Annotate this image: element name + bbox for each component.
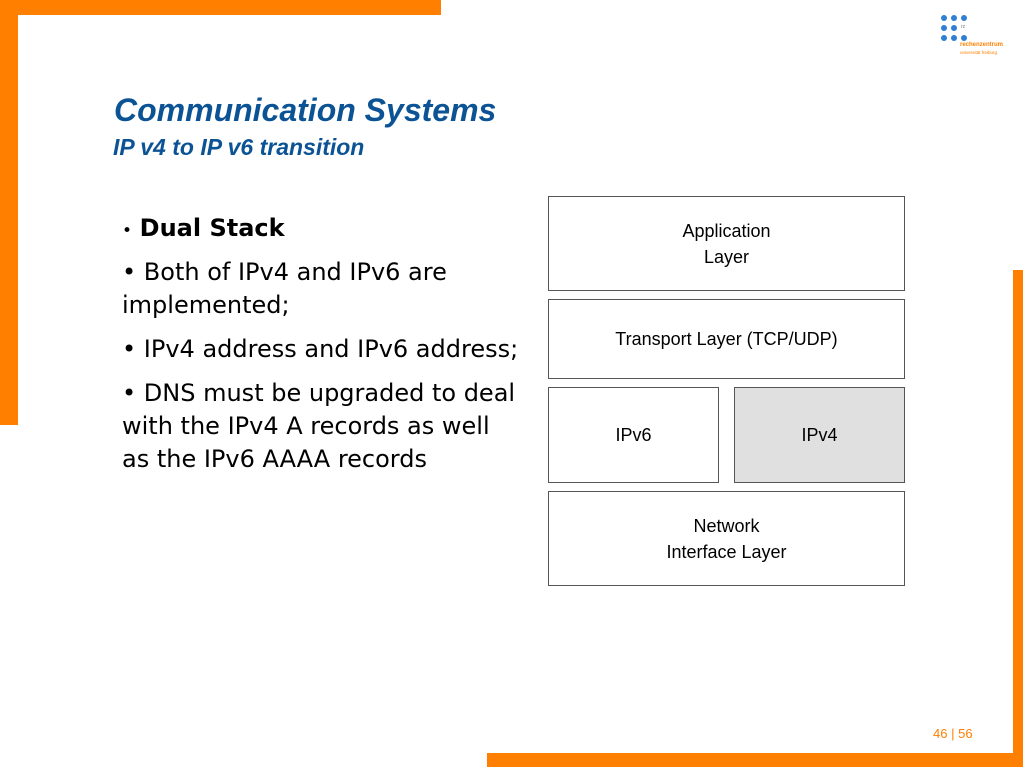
bullet-list: • Dual Stack • Both of IPv4 and IPv6 are…	[122, 212, 522, 487]
page-separator: |	[951, 726, 955, 741]
bullet-marker: •	[122, 258, 137, 286]
application-layer-box: Application Layer	[548, 196, 905, 291]
rechenzentrum-logo: rz rechenzentrum universität freiburg	[938, 12, 1013, 62]
bullet-marker: •	[122, 379, 137, 407]
bullet-marker: •	[122, 221, 133, 241]
logo-subtitle: universität freiburg	[960, 50, 998, 55]
slide-title: Communication Systems	[114, 92, 497, 128]
page-number: 46 | 56	[933, 726, 973, 741]
bullet-item: • Dual Stack	[122, 212, 522, 248]
network-interface-layer-box: Network Interface Layer	[548, 491, 905, 586]
bullet-text: DNS must be upgraded to deal with the IP…	[122, 379, 516, 473]
page-total: 56	[958, 726, 973, 741]
bullet-marker: •	[122, 335, 137, 363]
bullet-text: IPv4 address and IPv6 address;	[143, 335, 519, 363]
transport-layer-box: Transport Layer (TCP/UDP)	[548, 299, 905, 379]
bullet-item: • IPv4 address and IPv6 address;	[122, 333, 522, 366]
page-current: 46	[933, 726, 948, 741]
frame-right-bar	[1013, 270, 1023, 767]
bullet-item: • DNS must be upgraded to deal with the …	[122, 377, 522, 476]
frame-bottom-bar	[487, 753, 1023, 767]
ipv4-box: IPv4	[734, 387, 905, 483]
logo-mark: rz	[961, 24, 966, 30]
frame-left-bar	[0, 0, 18, 425]
frame-top-bar	[0, 0, 441, 15]
ipv6-box: IPv6	[548, 387, 719, 483]
bullet-text: Both of IPv4 and IPv6 are implemented;	[122, 258, 447, 319]
bullet-item: • Both of IPv4 and IPv6 are implemented;	[122, 256, 522, 322]
bullet-text: Dual Stack	[139, 214, 285, 242]
logo-dots-icon	[938, 12, 968, 42]
slide-subtitle: IP v4 to IP v6 transition	[113, 134, 365, 160]
logo-name: rechenzentrum	[960, 42, 1004, 48]
